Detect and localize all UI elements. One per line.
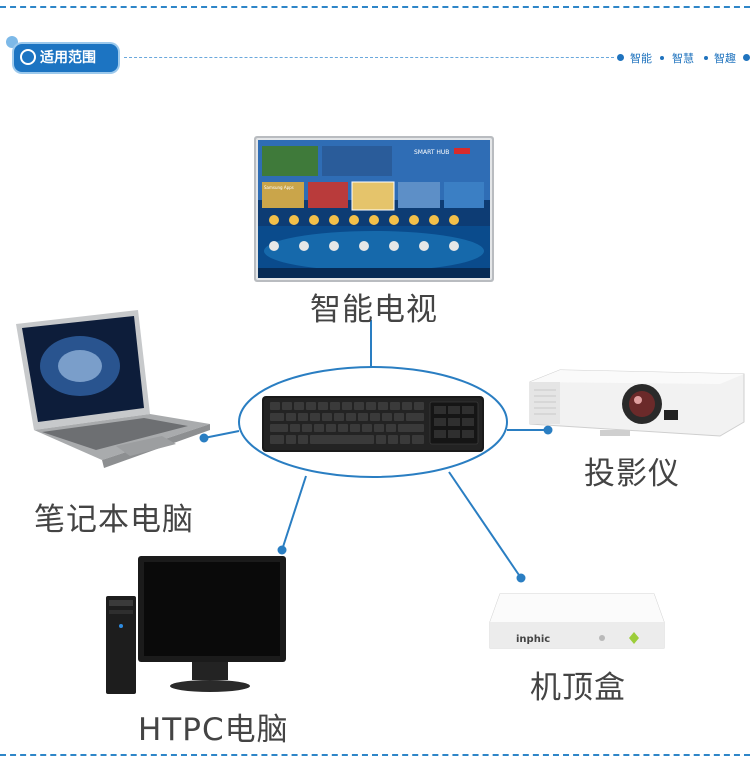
section-tag: 适用范围 (14, 44, 118, 72)
header-dashed-line (124, 57, 614, 58)
section-title: 适用范围 (40, 50, 96, 66)
line-to-htpc (281, 475, 307, 551)
label-htpc: HTPC电脑 (138, 712, 289, 748)
keyboard-image (262, 396, 484, 452)
endpoint-dot (277, 545, 287, 555)
label-projector: 投影仪 (584, 456, 680, 492)
label-smart-tv: 智能电视 (310, 292, 438, 328)
bottom-dashed-border (0, 754, 750, 756)
endpoint-dot (516, 573, 526, 583)
top-dashed-border (0, 6, 750, 8)
pc-tower (106, 596, 136, 694)
slogan-dot (660, 56, 664, 60)
tv-video-tile (262, 146, 318, 176)
slogan-dot-left (617, 54, 624, 61)
slogan-dot-right (743, 54, 750, 61)
section-tag-icon (20, 49, 36, 65)
tv-hub-text: SMART HUB (414, 149, 449, 156)
hub-ellipse (238, 366, 508, 478)
section-tag-decoration (6, 36, 18, 48)
slogan-3: 智趣 (714, 52, 736, 65)
label-laptop: 笔记本电脑 (34, 502, 194, 538)
smart-tv-image: SMART HUB Samsung Apps (254, 136, 494, 282)
line-to-laptop (203, 430, 240, 439)
endpoint-dot (543, 425, 553, 435)
settop-box-image: inphic (489, 593, 665, 649)
laptop-image (16, 310, 210, 468)
line-to-settop (448, 471, 522, 579)
slogan-dot (704, 56, 708, 60)
label-settop: 机顶盒 (530, 670, 626, 706)
slogan-1: 智能 (630, 52, 652, 65)
tv-apps-text: Samsung Apps (264, 185, 294, 190)
projector-image (529, 369, 745, 437)
htpc-image (106, 556, 286, 694)
slogan-2: 智慧 (672, 52, 694, 65)
endpoint-dot (199, 433, 209, 443)
settop-brand: inphic (516, 634, 550, 645)
